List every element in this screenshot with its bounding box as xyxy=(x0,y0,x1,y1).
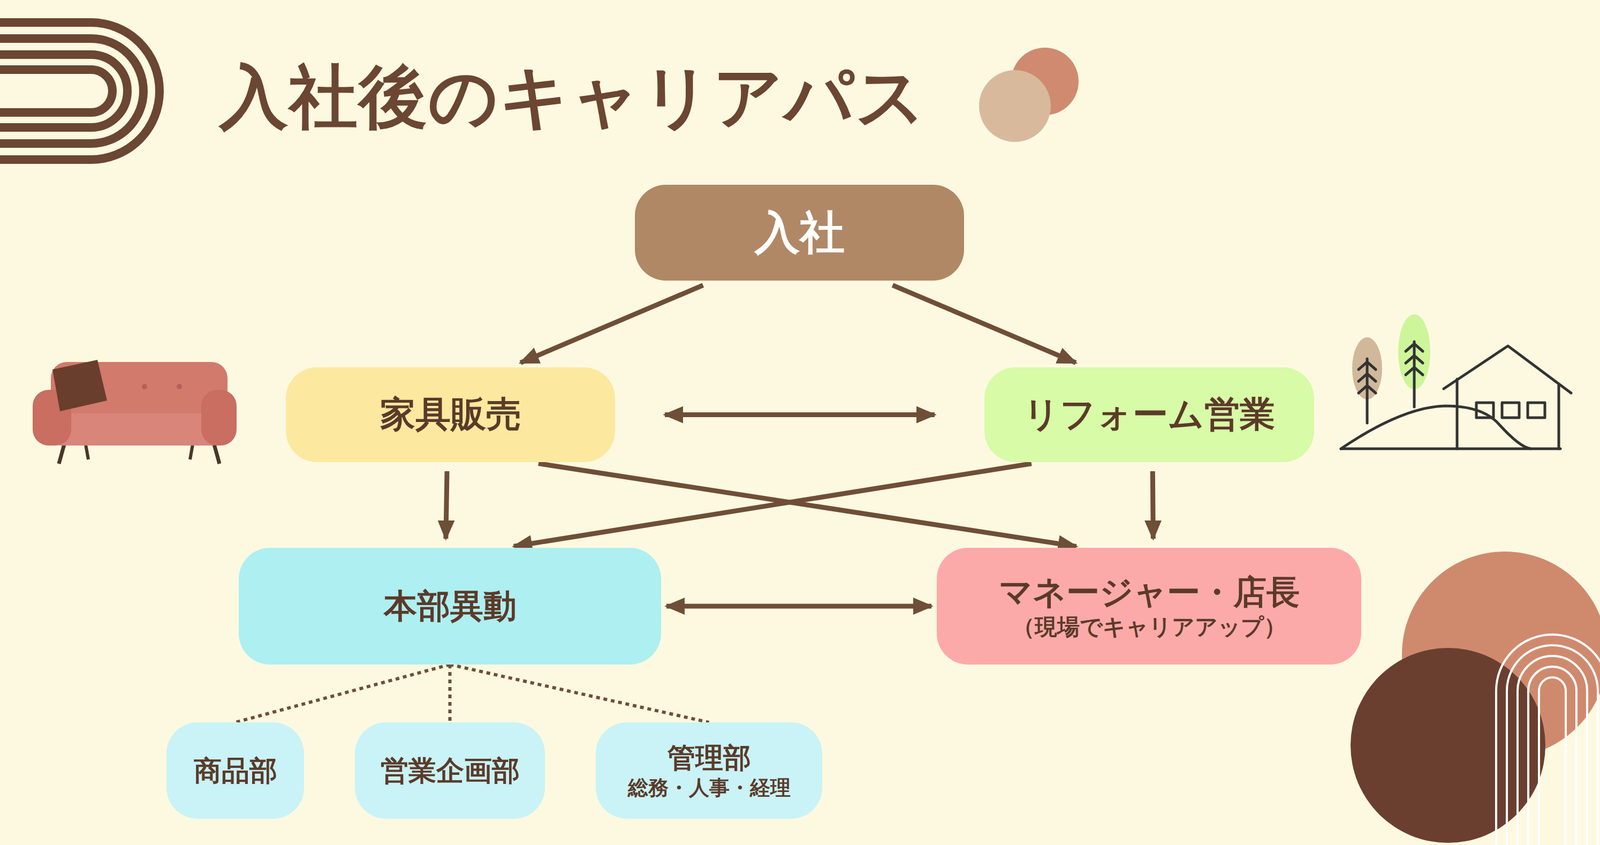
node-label: 本部異動 xyxy=(383,585,517,627)
arrow-connector xyxy=(664,412,935,417)
sofa-seat xyxy=(53,413,220,446)
arrow-connector xyxy=(892,285,1076,363)
dotted-connector xyxy=(448,664,452,723)
stripe-arc xyxy=(0,69,113,113)
arrow-connector xyxy=(520,285,703,363)
sofa-button xyxy=(176,383,183,390)
arch-line xyxy=(1538,677,1566,845)
arch-line xyxy=(1506,645,1598,845)
start-box: 入社 xyxy=(634,184,965,281)
node-label: リフォーム営業 xyxy=(1023,392,1276,437)
career-box: 本部異動 xyxy=(238,547,662,665)
sofa-cushion xyxy=(52,359,108,412)
window xyxy=(1527,402,1545,418)
window xyxy=(1476,402,1494,418)
stripe-arc xyxy=(0,38,144,144)
node-label: 入社 xyxy=(754,204,845,261)
dotted-connector xyxy=(450,664,710,723)
sofa-illustration xyxy=(32,359,237,464)
sofa-button xyxy=(141,383,148,390)
page-title: 入社後のキャリアパス xyxy=(219,51,927,144)
arrow-connector xyxy=(445,471,447,539)
window xyxy=(1502,402,1520,418)
arch-line xyxy=(1517,655,1588,845)
stripe-arc xyxy=(0,54,128,128)
node-label: 営業企画部 xyxy=(380,753,520,788)
department-box: 管理部総務・人事・経理 xyxy=(595,722,823,819)
tree-line xyxy=(1358,358,1376,423)
node-sublabel: 総務・人事・経理 xyxy=(627,775,791,801)
department-box: 営業企画部 xyxy=(354,722,545,819)
arrow-connector xyxy=(666,603,932,609)
node-sublabel: （現場でキャリアアップ） xyxy=(1012,612,1287,642)
department-box: 商品部 xyxy=(166,722,305,819)
node-label: 商品部 xyxy=(193,753,278,788)
node-label: 家具販売 xyxy=(380,392,522,437)
sofa-arm xyxy=(201,389,237,446)
tree-line xyxy=(1405,341,1423,407)
sofa-leg xyxy=(85,444,89,460)
ground-line xyxy=(1340,447,1561,451)
arch-line xyxy=(1496,634,1600,845)
sofa-leg xyxy=(190,444,193,460)
arch-line xyxy=(1528,666,1577,845)
house-illustration xyxy=(1340,314,1572,449)
sofa-leg xyxy=(58,444,65,464)
arrow-connector xyxy=(513,463,1032,547)
ornament-circle xyxy=(1350,647,1546,843)
node-label: マネージャー・店長 xyxy=(998,571,1300,613)
career-box: リフォーム営業 xyxy=(984,367,1315,462)
stripe-arc xyxy=(0,22,160,160)
node-label: 管理部 xyxy=(667,740,752,776)
arch-ornament xyxy=(1496,634,1600,845)
stripe-ornament xyxy=(0,22,160,160)
career-box: 家具販売 xyxy=(285,367,616,462)
arrow-connector xyxy=(1152,471,1154,539)
arrow-connector xyxy=(538,463,1077,547)
ornament-circle xyxy=(979,70,1051,142)
sofa-leg xyxy=(214,444,220,464)
roof-line xyxy=(1443,345,1572,393)
dotted-connector xyxy=(235,664,451,723)
career-box: マネージャー・店長（現場でキャリアアップ） xyxy=(936,547,1362,665)
wall-line xyxy=(1457,378,1559,449)
